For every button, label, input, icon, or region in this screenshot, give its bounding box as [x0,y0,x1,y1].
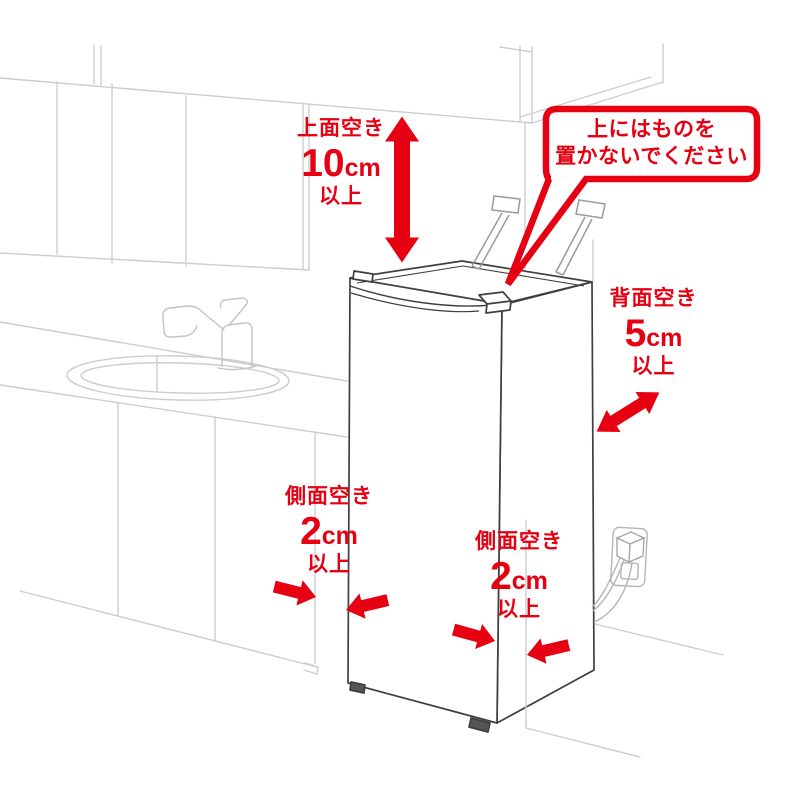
side-left-arrows [272,580,390,619]
floor-and-wall-lines [525,519,724,758]
freezer-foot-right [468,717,491,733]
kitchen-background [0,43,664,675]
back-clearance-unit: cm [646,324,683,353]
back-clearance-value: 5 [624,312,647,356]
rod-left [471,195,521,270]
cabinet-foot [303,662,319,675]
freezer-hinge-right [478,291,512,314]
back-clearance-title: 背面空き [609,287,698,310]
top-clearance-title: 上面空き [297,117,385,140]
top-clearance-value-line: 10cm [284,144,398,183]
side-left-clearance-title: 側面空き [285,485,373,508]
side-front-arrows [451,623,571,664]
side-left-clearance-qualifier: 以上 [307,553,351,577]
freezer-hinge-left [352,270,374,283]
top-clearance-unit: cm [344,154,381,183]
side-left-clearance-value: 2 [300,510,322,554]
callout-line-1: 上にはものを [587,117,716,141]
freezer-top-face [349,260,593,305]
back-clearance-arrow [596,391,660,433]
backsplash-corner-lines [302,102,310,271]
top-clearance-label: 上面空き 10cm 以上 [284,117,398,209]
side-front-clearance-value-line: 2cm [466,557,572,596]
back-clearance-value-line: 5cm [601,314,706,353]
upper-right-cabinet [499,43,664,124]
freezer-door-top-curve [349,285,493,307]
floor-line-right-wall [594,623,724,656]
top-clearance-value: 10 [301,142,345,186]
faucet [162,297,257,371]
side-front-clearance-title: 側面空き [475,530,563,553]
power-plug [615,531,646,564]
side-front-clearance-value: 2 [490,555,512,599]
side-left-clearance-value-line: 2cm [276,512,382,551]
counter-back-edge [0,252,310,271]
upper-cabinet-bottom-edge [0,77,533,124]
side-left-clearance-unit: cm [321,522,358,551]
counter-front-edge [0,321,348,382]
side-left-clearance-label: 側面空き 2cm 以上 [276,485,382,577]
freezer-foot-left [349,681,366,694]
power-outlet [591,526,648,623]
freezer-door-top-curve-inner [350,292,480,313]
rod-right [555,199,606,276]
clearance-arrows [272,116,660,664]
counter-fascia-bottom [0,384,348,438]
floor-line-front [525,727,641,758]
power-cords [591,557,633,623]
callout-warning-text: 上にはものを 置かないでください [546,107,757,179]
top-clearance-arrow [385,116,419,263]
leaning-rods [471,195,606,276]
back-clearance-qualifier: 以上 [631,355,676,379]
callout-line-2: 置かないでください [555,145,748,168]
side-front-clearance-label: 側面空き 2cm 以上 [466,530,572,622]
freezer-right-face [496,281,595,724]
top-clearance-qualifier: 以上 [319,185,363,209]
callout-bubble [504,105,761,286]
freezer-top-rim [356,265,585,287]
side-front-clearance-unit: cm [511,567,548,596]
upper-cabinet-divider [93,44,102,86]
outlet-socket [619,561,640,581]
cabinet-kick-line [19,590,318,668]
side-front-clearance-qualifier: 以上 [497,598,541,622]
sink [66,355,290,401]
appliance-freezer [347,260,595,733]
back-clearance-label: 背面空き 5cm 以上 [601,287,706,379]
